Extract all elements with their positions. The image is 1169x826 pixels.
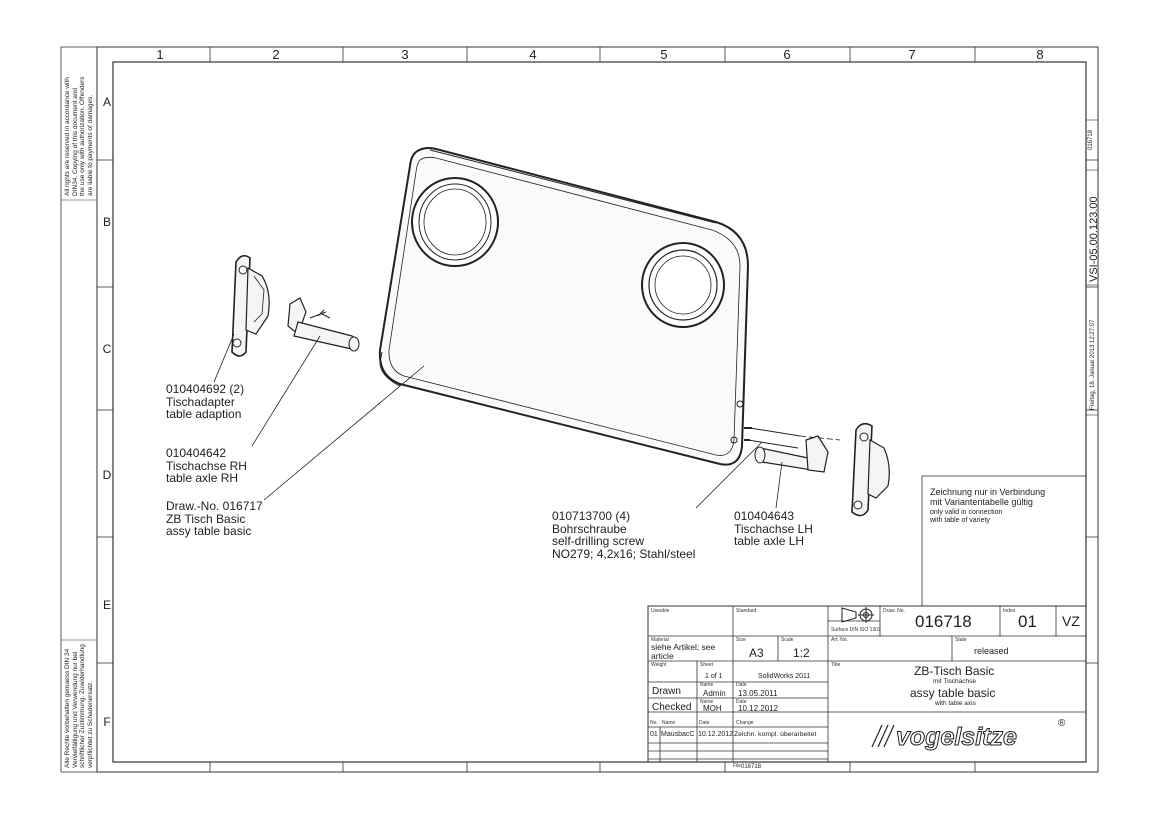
right-sheet-number: 016718 — [1088, 129, 1094, 150]
callout-axle-lh: 010404643 Tischachse LH table axle LH — [734, 509, 813, 548]
grid-row-a: A — [102, 95, 111, 109]
tb-title-en: assy table basic — [910, 686, 996, 700]
tb-date-label-2: Date — [736, 699, 747, 705]
tb-weight-label: Weight — [651, 662, 667, 668]
axle-rh-drawing — [287, 297, 360, 352]
adapter-left-drawing — [231, 254, 270, 357]
tb-material-label: Material — [651, 637, 669, 643]
variant-note-de: Zeichnung nur in Verbindung mit Variante… — [930, 487, 1046, 507]
tb-name-label: Name — [700, 682, 714, 688]
registered-mark: ® — [1058, 718, 1066, 729]
tb-checked-name: MOH — [703, 704, 722, 713]
grid-row-d: D — [102, 468, 112, 482]
tb-file-label: File — [733, 763, 742, 769]
tb-software: SolidWorks 2011 — [758, 673, 811, 680]
callout-axle-rh: 010404642 Tischachse RH table axle RH — [166, 446, 247, 485]
tb-rev-name: MausbacC — [661, 731, 695, 738]
callout-assy-table: Draw.-No. 016717 ZB Tisch Basic assy tab… — [166, 499, 263, 538]
table-panel-drawing — [378, 147, 750, 466]
grid-col-6: 6 — [783, 47, 791, 62]
titleblock-frame — [647, 605, 1087, 763]
svg-text:vogelsitze: vogelsitze — [896, 723, 1017, 751]
copyright-notice-en: All rights are reserved in accordance wi… — [64, 76, 94, 196]
tb-index-label: Index — [1003, 608, 1016, 614]
grid-col-7: 7 — [908, 47, 916, 62]
row-ticks — [97, 159, 1098, 664]
tb-rev-change: Zeichn. kompl. überarbeitet — [734, 731, 817, 738]
tb-drawno-label: Draw. No. — [883, 608, 905, 614]
tb-rev-no-label: No. — [650, 720, 658, 726]
tb-title-en-sub: with table axis — [935, 700, 976, 707]
tb-rev-change-label: Change — [736, 720, 754, 726]
tb-rev-date-label: Date — [699, 720, 710, 726]
grid-row-f: F — [103, 715, 111, 729]
vogelsitze-logo: vogelsitze — [862, 717, 1062, 753]
tb-scale-label: Scale — [781, 637, 794, 643]
tb-drawno: 016718 — [915, 612, 972, 631]
right-print-date: Freitag, 18. Januar 2013 12:27:07 — [1090, 319, 1096, 410]
tb-state-label: State — [955, 637, 967, 643]
tb-usable-label: Useable — [651, 608, 670, 614]
variant-note-en: only valid in connection with table of v… — [930, 509, 1003, 524]
tb-size: A3 — [749, 646, 764, 660]
grid-col-8: 8 — [1036, 47, 1044, 62]
leader-lines — [213, 333, 783, 509]
grid-col-4: 4 — [529, 47, 537, 62]
tb-material: siehe Artikel; see article — [651, 642, 716, 661]
column-ticks — [209, 47, 976, 772]
adapter-right-drawing — [851, 422, 890, 517]
inner-frame — [112, 61, 1087, 763]
tb-sheet-label: Sheet — [700, 662, 714, 668]
tb-vz: VZ — [1062, 613, 1080, 629]
grid-col-5: 5 — [660, 47, 668, 62]
tb-drawn-name: Admin — [703, 689, 726, 698]
copyright-notice-de: Alle Rechte vorbehalten gemaess DIN 34 V… — [64, 644, 94, 768]
grid-col-1: 1 — [156, 47, 164, 62]
tb-artno-label: Art. No. — [831, 637, 848, 643]
tb-size-label: Size — [736, 637, 746, 643]
tb-state: released — [974, 646, 1009, 656]
grid-row-e: E — [102, 598, 111, 612]
tb-index: 01 — [1018, 612, 1037, 631]
tb-scale: 1:2 — [793, 646, 810, 660]
grid-col-3: 3 — [401, 47, 409, 62]
tb-title-de: ZB-Tisch Basic — [914, 664, 995, 678]
tb-rev-date: 10.12.2012 — [698, 731, 734, 738]
tb-sheet: 1 of 1 — [705, 673, 723, 680]
grid-row-c: C — [102, 342, 112, 356]
right-document-code: VSI-05.00.123.00 — [1088, 196, 1100, 282]
tb-standard-label: Standard — [736, 608, 757, 614]
left-margin-box — [60, 46, 98, 773]
tb-surface-label: Surface DIN ISO 1302 — [831, 627, 881, 633]
tb-file: 016718 — [741, 764, 762, 770]
callout-screw: 010713700 (4) Bohrschraube self-drilling… — [552, 509, 696, 561]
grid-col-2: 2 — [272, 47, 280, 62]
tb-drawn-label: Drawn — [652, 686, 681, 697]
axle-lh-drawing — [744, 427, 841, 473]
tb-rev-name-label: Name — [662, 720, 676, 726]
tb-checked-date: 10.12.2012 — [738, 704, 779, 713]
tb-title-label: Title — [831, 662, 841, 668]
tb-drawn-date: 13.05.2011 — [738, 689, 778, 698]
tb-date-label: Date — [736, 682, 747, 688]
projection-symbol — [841, 607, 874, 623]
tb-checked-label: Checked — [652, 702, 692, 713]
tb-name-label-2: Name — [700, 699, 714, 705]
tb-title-de-sub: mit Tischachse — [933, 678, 976, 685]
tb-rev-no: 01 — [650, 731, 658, 738]
grid-row-b: B — [102, 215, 111, 229]
callout-table-adaption: 010404692 (2) Tischadapter table adaptio… — [166, 382, 245, 421]
